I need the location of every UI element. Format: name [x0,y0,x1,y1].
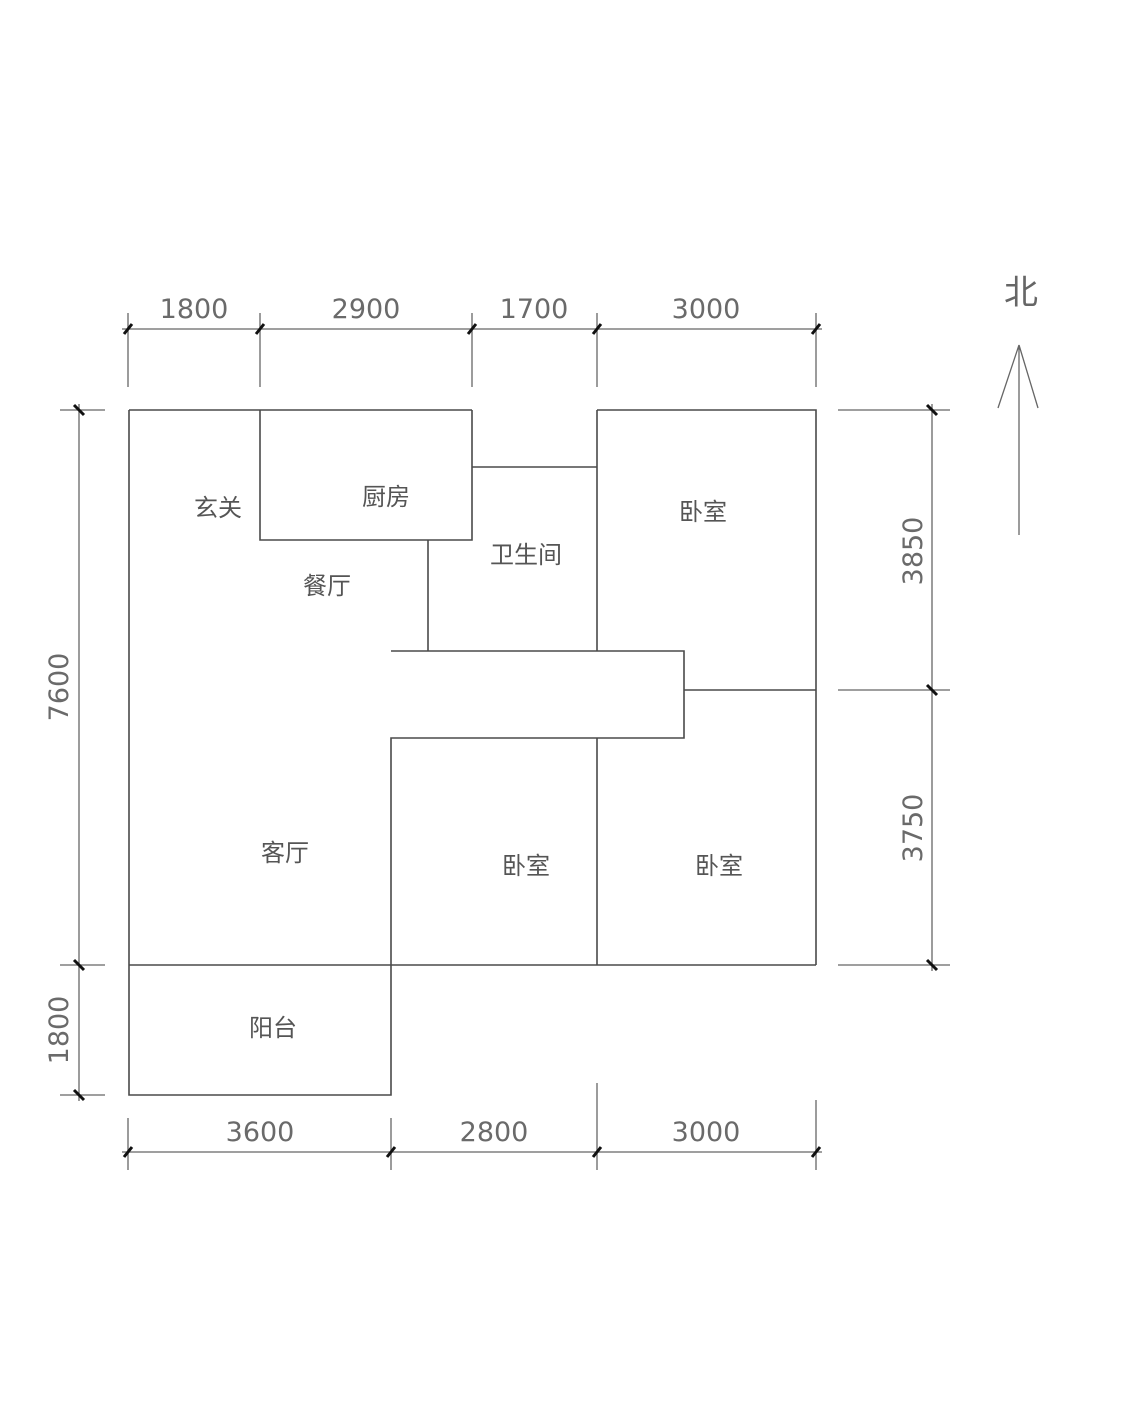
room-label-entrance: 玄关 [194,494,242,522]
dim-top-2: 2900 [332,294,401,325]
walls [128,409,817,1096]
dimension-right: 3850 3750 [838,403,950,972]
dimension-left: 7600 1800 [44,403,105,1102]
dim-left-1: 7600 [44,653,75,722]
dim-top-3: 1700 [500,294,569,325]
dimension-top: 1800 2900 1700 3000 [122,294,822,387]
room-label-bathroom: 卫生间 [490,541,562,569]
room-label-balcony: 阳台 [249,1014,297,1042]
bathroom-walls [427,410,598,651]
dim-top-1: 1800 [160,294,229,325]
room-label-kitchen: 厨房 [362,483,410,511]
room-label-bedroom-se: 卧室 [695,852,743,880]
south-wall [129,738,816,966]
dim-right-1: 3850 [898,517,929,586]
dimension-bottom: 3600 2800 3000 [122,1083,822,1170]
bedroom-ne-walls [597,409,817,965]
dim-right-2: 3750 [898,794,929,863]
dim-bottom-3: 3000 [672,1117,741,1148]
north-arrow: 北 [997,273,1039,535]
dim-bottom-1: 3600 [226,1117,295,1148]
north-label: 北 [1004,273,1038,313]
room-label-dining: 餐厅 [303,572,351,600]
dim-bottom-2: 2800 [460,1117,529,1148]
room-labels: 玄关 厨房 餐厅 卫生间 卧室 客厅 卧室 卧室 阳台 [194,483,743,1042]
outer-wall-west [128,410,685,1096]
dim-left-2: 1800 [44,996,75,1065]
room-label-bedroom-s: 卧室 [502,852,550,880]
north-arrow-icon [997,344,1039,535]
dim-top-4: 3000 [672,294,741,325]
room-label-bedroom-ne: 卧室 [679,498,727,526]
room-label-living: 客厅 [261,839,309,867]
kitchen-walls [259,410,473,541]
